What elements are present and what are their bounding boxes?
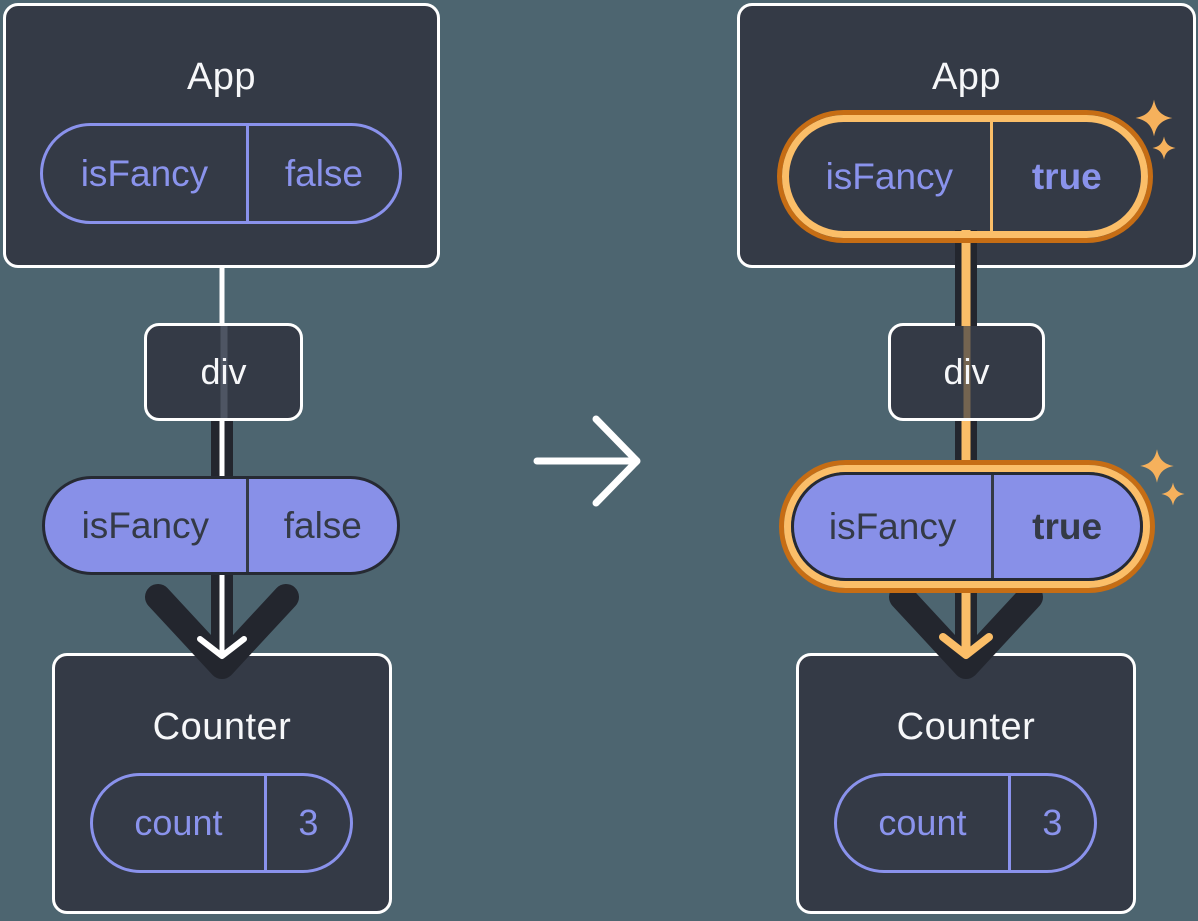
right-arrow-icon (533, 415, 641, 507)
prop-passthrough-stripe-before (220, 326, 227, 418)
count-pill-label: count (878, 802, 967, 843)
prop-pill-value: false (245, 479, 397, 572)
app-title-after: App (931, 56, 1002, 98)
counter-state-pill-after: count 3 (834, 773, 1097, 873)
prop-pill-highlight-after: isFancy true (784, 465, 1150, 588)
div-card-after: div (888, 323, 1045, 421)
state-pill-value: false (245, 126, 399, 221)
app-state-pill-after: isFancy true (789, 122, 1141, 231)
app-to-div-line-before (219, 266, 225, 326)
app-state-pill-before: isFancy false (40, 123, 402, 224)
div-label-after: div (943, 351, 990, 392)
sparkle-icon (1140, 449, 1174, 483)
counter-title-before: Counter (152, 706, 292, 748)
app-state-pill-highlight-after: isFancy true (782, 115, 1148, 238)
prop-pill-after: isFancy true (791, 472, 1143, 581)
counter-title-after: Counter (896, 706, 1036, 748)
state-pill-label: isFancy (80, 152, 209, 194)
prop-pill-label: isFancy (828, 505, 957, 547)
sparkle-icon (1161, 482, 1185, 506)
prop-pill-value: true (991, 475, 1140, 578)
state-pill-label: isFancy (825, 155, 954, 197)
count-pill-value: 3 (263, 776, 350, 870)
div-card-before: div (144, 323, 303, 421)
prop-pill-label: isFancy (81, 504, 210, 546)
prop-passthrough-stripe-after (963, 326, 970, 418)
count-pill-label: count (134, 802, 223, 843)
state-pill-value: true (989, 122, 1141, 231)
counter-state-pill-before: count 3 (90, 773, 353, 873)
prop-pill-before: isFancy false (42, 476, 400, 575)
app-title-before: App (186, 56, 257, 98)
div-label-before: div (200, 351, 247, 392)
count-pill-value: 3 (1007, 776, 1094, 870)
